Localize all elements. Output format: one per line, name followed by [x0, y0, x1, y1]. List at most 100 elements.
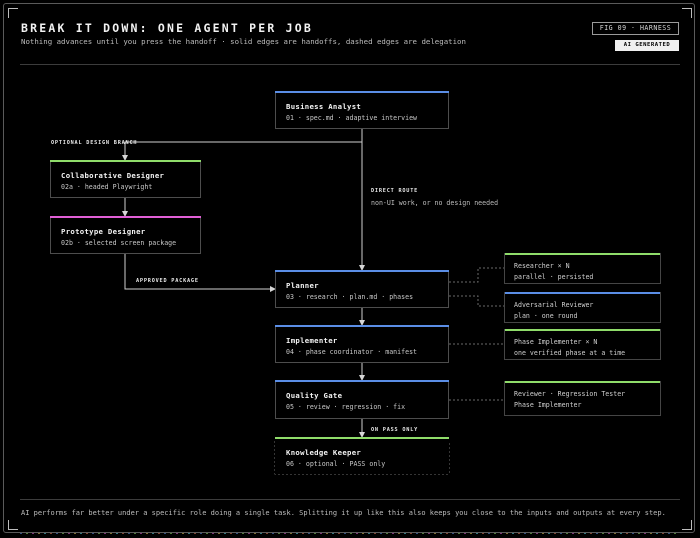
strip-dot [452, 533, 454, 534]
node-desc: 02b · selected screen package [61, 239, 177, 247]
strip-dot [188, 533, 190, 534]
strip-dot [170, 533, 172, 534]
strip-dot [338, 533, 340, 534]
node-accent-bar [505, 381, 660, 383]
strip-dot [524, 533, 526, 534]
strip-dot [86, 533, 88, 534]
node-knowledge-keeper: Knowledge Keeper 06 · optional · PASS on… [275, 437, 449, 474]
strip-dot [290, 533, 292, 534]
strip-dot [104, 533, 106, 534]
strip-dot [542, 533, 544, 534]
strip-dot [32, 533, 34, 534]
node-accent-bar [50, 160, 201, 162]
strip-dot [572, 533, 574, 534]
strip-dot [146, 533, 148, 534]
footer-divider [20, 499, 680, 500]
strip-dot [578, 533, 580, 534]
strip-dot [200, 533, 202, 534]
strip-dot [326, 533, 328, 534]
strip-dot [116, 533, 118, 534]
strip-dot [164, 533, 166, 534]
node-reviewer-regression: Reviewer · Regression Tester Phase Imple… [504, 381, 661, 416]
strip-dot [392, 533, 394, 534]
node-line-2: Phase Implementer [514, 401, 582, 409]
strip-dot [626, 533, 628, 534]
node-accent-bar [505, 292, 660, 294]
strip-dot [590, 533, 592, 534]
node-accent-bar [275, 270, 449, 272]
strip-dot [98, 533, 100, 534]
node-researcher: Researcher × N parallel · persisted [504, 253, 661, 284]
strip-dot [602, 533, 604, 534]
strip-dot [374, 533, 376, 534]
node-accent-bar [275, 437, 449, 439]
strip-dot [500, 533, 502, 534]
strip-dot [416, 533, 418, 534]
strip-dot [344, 533, 346, 534]
node-name: Business Analyst [286, 102, 362, 111]
strip-dot [488, 533, 490, 534]
strip-dot [266, 533, 268, 534]
strip-dot [236, 533, 238, 534]
strip-dot [554, 533, 556, 534]
node-planner: Planner 03 · research · plan.md · phases [275, 270, 449, 308]
strip-dot [422, 533, 424, 534]
node-desc: 03 · research · plan.md · phases [286, 293, 414, 301]
header-divider [20, 64, 680, 65]
page-title: BREAK IT DOWN: ONE AGENT PER JOB [21, 21, 313, 35]
strip-dot [122, 533, 124, 534]
strip-dot [278, 533, 280, 534]
strip-dot [272, 533, 274, 534]
strip-dot [314, 533, 316, 534]
strip-dot [308, 533, 310, 534]
frame-border [3, 3, 695, 533]
label-direct-route: DIRECT ROUTE [371, 188, 419, 194]
strip-dot [206, 533, 208, 534]
strip-dot [506, 533, 508, 534]
strip-dot [158, 533, 160, 534]
strip-dot [194, 533, 196, 534]
node-desc: 06 · optional · PASS only [286, 460, 386, 468]
node-line-1: Reviewer · Regression Tester [514, 390, 626, 398]
label-direct-route-note: non-UI work, or no design needed [371, 199, 499, 207]
strip-dot [224, 533, 226, 534]
strip-dot [38, 533, 40, 534]
strip-dot [68, 533, 70, 534]
corner-mark-top-left [8, 8, 18, 18]
node-accent-bar [50, 216, 201, 218]
strip-dot [614, 533, 616, 534]
strip-dot [482, 533, 484, 534]
strip-dot [560, 533, 562, 534]
node-adversarial-reviewer: Adversarial Reviewer plan · one round [504, 292, 661, 323]
strip-dot [428, 533, 430, 534]
strip-dot [332, 533, 334, 534]
node-name: Knowledge Keeper [286, 448, 362, 457]
strip-dot [530, 533, 532, 534]
strip-dot [476, 533, 478, 534]
edge-planner-to-adversarial [449, 295, 504, 307]
strip-dot [56, 533, 58, 534]
corner-mark-bottom-left [8, 520, 18, 530]
strip-dot [20, 533, 22, 534]
figure-tag: FIG 09 · HARNESS [592, 22, 679, 35]
strip-dot [140, 533, 142, 534]
strip-dot [596, 533, 598, 534]
strip-dot [656, 533, 658, 534]
node-line-1: Phase Implementer × N [514, 338, 598, 346]
node-desc: 01 · spec.md · adaptive interview [286, 114, 418, 122]
node-line-2: parallel · persisted [514, 273, 594, 281]
strip-dot [644, 533, 646, 534]
node-accent-bar [275, 325, 449, 327]
node-name: Planner [286, 281, 319, 290]
strip-dot [50, 533, 52, 534]
node-quality-gate: Quality Gate 05 · review · regression · … [275, 380, 449, 419]
strip-dot [674, 533, 676, 534]
strip-dot [110, 533, 112, 534]
strip-dot [668, 533, 670, 534]
strip-dot [218, 533, 220, 534]
strip-dot [458, 533, 460, 534]
strip-dot [434, 533, 436, 534]
strip-dot [620, 533, 622, 534]
strip-dot [470, 533, 472, 534]
